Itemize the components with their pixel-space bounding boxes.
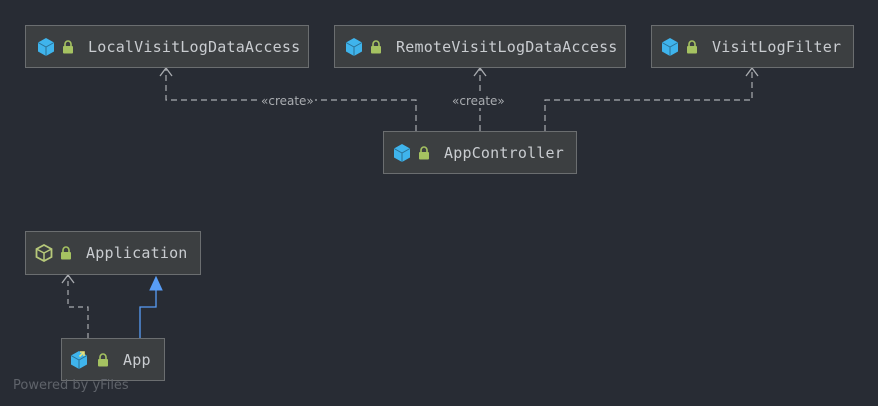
class-node-appcontroller[interactable]: AppController xyxy=(383,131,577,174)
class-node-app[interactable]: App xyxy=(61,338,165,381)
lock-icon xyxy=(97,352,109,367)
class-node-remotevisitlogdataaccess[interactable]: RemoteVisitLogDataAccess xyxy=(334,25,626,68)
class-name: RemoteVisitLogDataAccess xyxy=(396,37,618,56)
class-cube-icon xyxy=(36,37,56,57)
arrowhead-application-realization xyxy=(149,275,163,291)
edge-app-to-application-realization xyxy=(139,290,157,338)
edge-app-to-application-dependency xyxy=(67,275,89,338)
lock-icon xyxy=(62,39,74,54)
class-name: VisitLogFilter xyxy=(712,37,842,56)
class-node-localvisitlogdataaccess[interactable]: LocalVisitLogDataAccess xyxy=(25,25,309,68)
class-cube-icon xyxy=(344,37,364,57)
class-cube-icon xyxy=(660,37,680,57)
class-name: AppController xyxy=(444,143,564,162)
lock-icon xyxy=(418,145,430,160)
class-name: App xyxy=(123,350,151,369)
edge-appcontroller-to-visitlogfilter xyxy=(544,68,753,131)
class-cube-icon xyxy=(392,143,412,163)
interface-name: Application xyxy=(86,244,188,262)
powered-by-footer: Powered by yFiles xyxy=(13,378,129,393)
lock-icon xyxy=(60,246,72,260)
arrowhead-application-dependency xyxy=(61,273,75,284)
arrowhead-localaccess xyxy=(159,66,173,77)
interface-node-application[interactable]: Application xyxy=(25,231,201,275)
arrowhead-visitlogfilter xyxy=(745,66,759,77)
lock-icon xyxy=(686,39,698,54)
interface-cube-icon xyxy=(34,243,54,263)
class-name: LocalVisitLogDataAccess xyxy=(88,37,301,56)
class-node-visitlogfilter[interactable]: VisitLogFilter xyxy=(651,25,854,68)
arrowhead-remoteaccess xyxy=(473,66,487,77)
create-label-remote: «create» xyxy=(451,94,506,108)
entry-class-icon xyxy=(69,350,89,370)
create-label-local: «create» xyxy=(260,94,315,108)
lock-icon xyxy=(370,39,382,54)
